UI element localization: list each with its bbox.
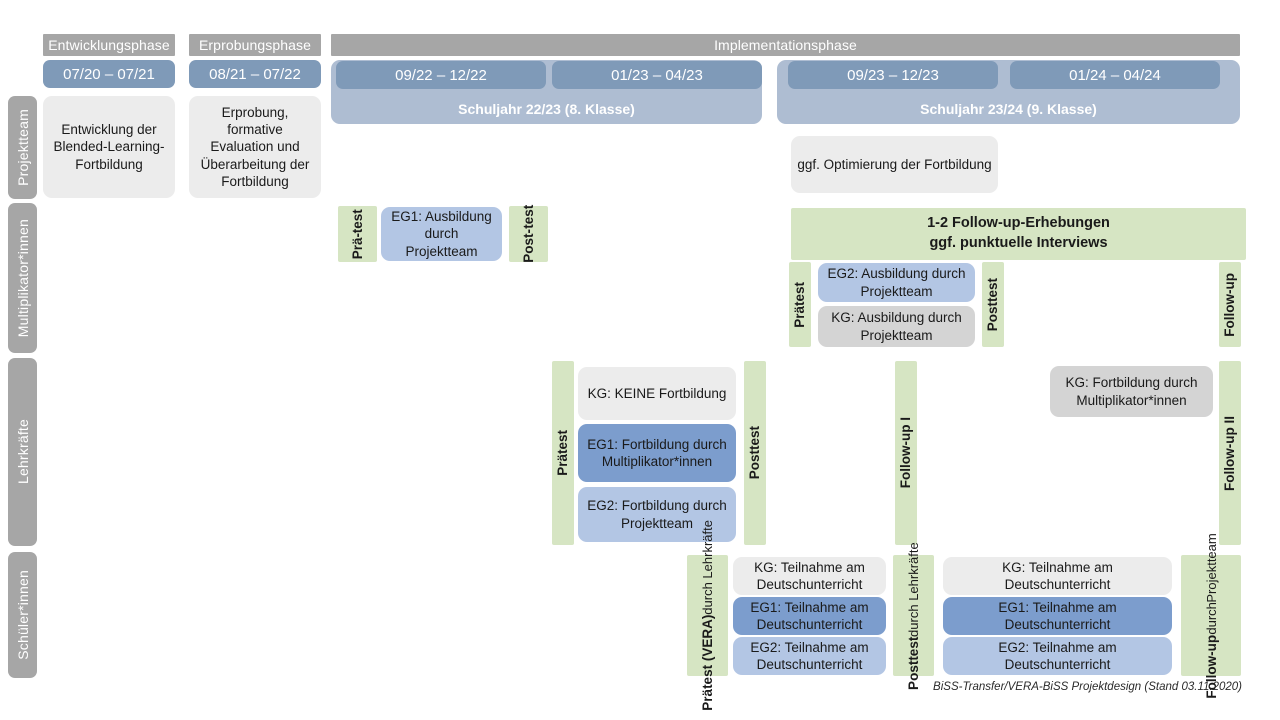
lehrkraefte-posttest-text: Posttest [747, 426, 763, 480]
schueler-praetest-sub: durch Lehrkräfte [700, 520, 715, 615]
multiplikatoren-praetest-2-text: Prätest [792, 281, 808, 328]
schueler-followup-text: Follow-up durch Projektteam [1204, 533, 1219, 699]
schueler-kg-box-1: KG: Teilnahme am Deutschunterricht [733, 557, 886, 595]
row-label-schueler-text: Schüler*innen [14, 570, 31, 660]
posttest-1-line1: Post- [521, 229, 536, 263]
lehrkraefte-eg2-fortbildung-box: EG2: Fortbildung durch Projektteam [578, 487, 736, 542]
period-pill-0124-0424: 01/24 – 04/24 [1010, 61, 1220, 89]
phase-header-implementationsphase: Implementationsphase [331, 34, 1240, 56]
schueler-eg2-box-1: EG2: Teilnahme am Deutschunterricht [733, 637, 886, 675]
multiplikatoren-followup-text: Follow-up [1222, 272, 1238, 337]
schueler-eg1-box-2: EG1: Teilnahme am Deutschunterricht [943, 597, 1172, 635]
schueler-posttest-sub: durch Lehrkräfte [906, 541, 921, 637]
multiplikatoren-posttest-2: Posttest [982, 262, 1004, 347]
period-pill-0923-1223: 09/23 – 12/23 [788, 61, 998, 89]
period-pill-0123-0423: 01/23 – 04/23 [552, 61, 762, 89]
followup-banner-line2: ggf. punktuelle Interviews [929, 235, 1108, 251]
lehrkraefte-followup-2-bar: Follow-up II [1219, 361, 1241, 545]
footer-caption: BiSS-Transfer/VERA-BiSS Projektdesign (S… [933, 681, 1242, 693]
row-label-projektteam-text: Projektteam [14, 109, 31, 186]
multiplikatoren-followup-bar: Follow-up [1219, 262, 1241, 347]
phase-header-erprobungsphase: Erprobungsphase [189, 34, 321, 56]
row-label-lehrkraefte: Lehrkräfte [8, 358, 37, 546]
lehrkraefte-followup-1-bar: Follow-up I [895, 361, 917, 545]
row-label-multiplikatoren: Multiplikator*innen [8, 203, 37, 353]
praetest-1-line1: Prä- [350, 232, 365, 260]
schueler-followup-sub1: durch [1203, 602, 1219, 635]
schueler-followup-bar: Follow-up durch Projektteam [1181, 533, 1241, 698]
projektteam-erprobung-box: Erprobung, formative Evaluation und Über… [189, 96, 321, 198]
row-label-multiplikatoren-text: Multiplikator*innen [14, 218, 31, 338]
multiplikatoren-followup-banner: 1-2 Follow-up-Erhebungen ggf. punktuelle… [791, 208, 1246, 260]
projektteam-entwicklung-box: Entwicklung der Blended-Learning-Fortbil… [43, 96, 175, 198]
projektteam-optimierung-box: ggf. Optimierung der Fortbildung [791, 136, 998, 193]
lehrkraefte-followup-1-text: Follow-up I [898, 417, 914, 489]
posttest-1-line2: test [521, 205, 536, 230]
lehrkraefte-kg-fortbildung-box: KG: Fortbildung durch Multiplikator*inne… [1050, 366, 1213, 417]
multiplikatoren-praetest-1-text: Prä- test [350, 209, 365, 259]
row-label-schueler: Schüler*innen [8, 552, 37, 678]
lehrkraefte-followup-2-text: Follow-up II [1222, 415, 1238, 491]
multiplikatoren-posttest-2-text: Posttest [985, 277, 1001, 332]
lehrkraefte-praetest-text: Prätest [555, 430, 571, 476]
row-label-projektteam: Projektteam [8, 96, 37, 199]
schueler-praetest-text: Prätest (VERA) durch Lehrkräfte [700, 520, 715, 711]
followup-banner-line1: 1-2 Follow-up-Erhebungen [927, 215, 1110, 232]
praetest-1-line2: test [350, 208, 365, 233]
multiplikatoren-praetest-2: Prätest [789, 262, 811, 347]
schueler-eg2-box-2: EG2: Teilnahme am Deutschunterricht [943, 637, 1172, 675]
multiplikatoren-praetest-1: Prä- test [338, 206, 377, 262]
schueler-posttest-bar: Posttest durch Lehrkräfte [893, 542, 934, 689]
multiplikatoren-kg-ausbildung-box: KG: Ausbildung durch Projektteam [818, 306, 975, 347]
schueler-praetest-bar: Prätest (VERA) durch Lehrkräfte [687, 520, 728, 711]
followup-banner-text: 1-2 Follow-up-Erhebungen ggf. punktuelle… [927, 214, 1110, 253]
period-pill-0821-0722: 08/21 – 07/22 [189, 60, 321, 88]
schueler-posttest-text: Posttest durch Lehrkräfte [906, 542, 921, 690]
row-label-lehrkraefte-text: Lehrkräfte [14, 419, 31, 485]
schueler-kg-box-2: KG: Teilnahme am Deutschunterricht [943, 557, 1172, 595]
multiplikatoren-eg2-ausbildung-box: EG2: Ausbildung durch Projektteam [818, 263, 975, 302]
multiplikatoren-posttest-1-text: Post- test [521, 205, 536, 263]
lehrkraefte-eg1-fortbildung-box: EG1: Fortbildung durch Multiplikator*inn… [578, 424, 736, 482]
schueler-eg1-box-1: EG1: Teilnahme am Deutschunterricht [733, 597, 886, 635]
multiplikatoren-eg1-ausbildung-box: EG1: Ausbildung durch Projektteam [381, 207, 502, 261]
lehrkraefte-posttest-bar: Posttest [744, 361, 766, 545]
lehrkraefte-praetest-bar: Prätest [552, 361, 574, 545]
schueler-praetest-bold: Prätest (VERA) [700, 614, 715, 711]
period-pill-0720-0721: 07/20 – 07/21 [43, 60, 175, 88]
lehrkraefte-kg-keine-box: KG: KEINE Fortbildung [578, 367, 736, 420]
multiplikatoren-posttest-1: Post- test [509, 205, 548, 263]
period-pill-0922-1222: 09/22 – 12/22 [336, 61, 546, 89]
phase-header-entwicklungsphase: Entwicklungsphase [43, 34, 175, 56]
schueler-followup-sub2: Projektteam [1203, 532, 1219, 603]
schueler-posttest-bold: Posttest [906, 636, 921, 690]
